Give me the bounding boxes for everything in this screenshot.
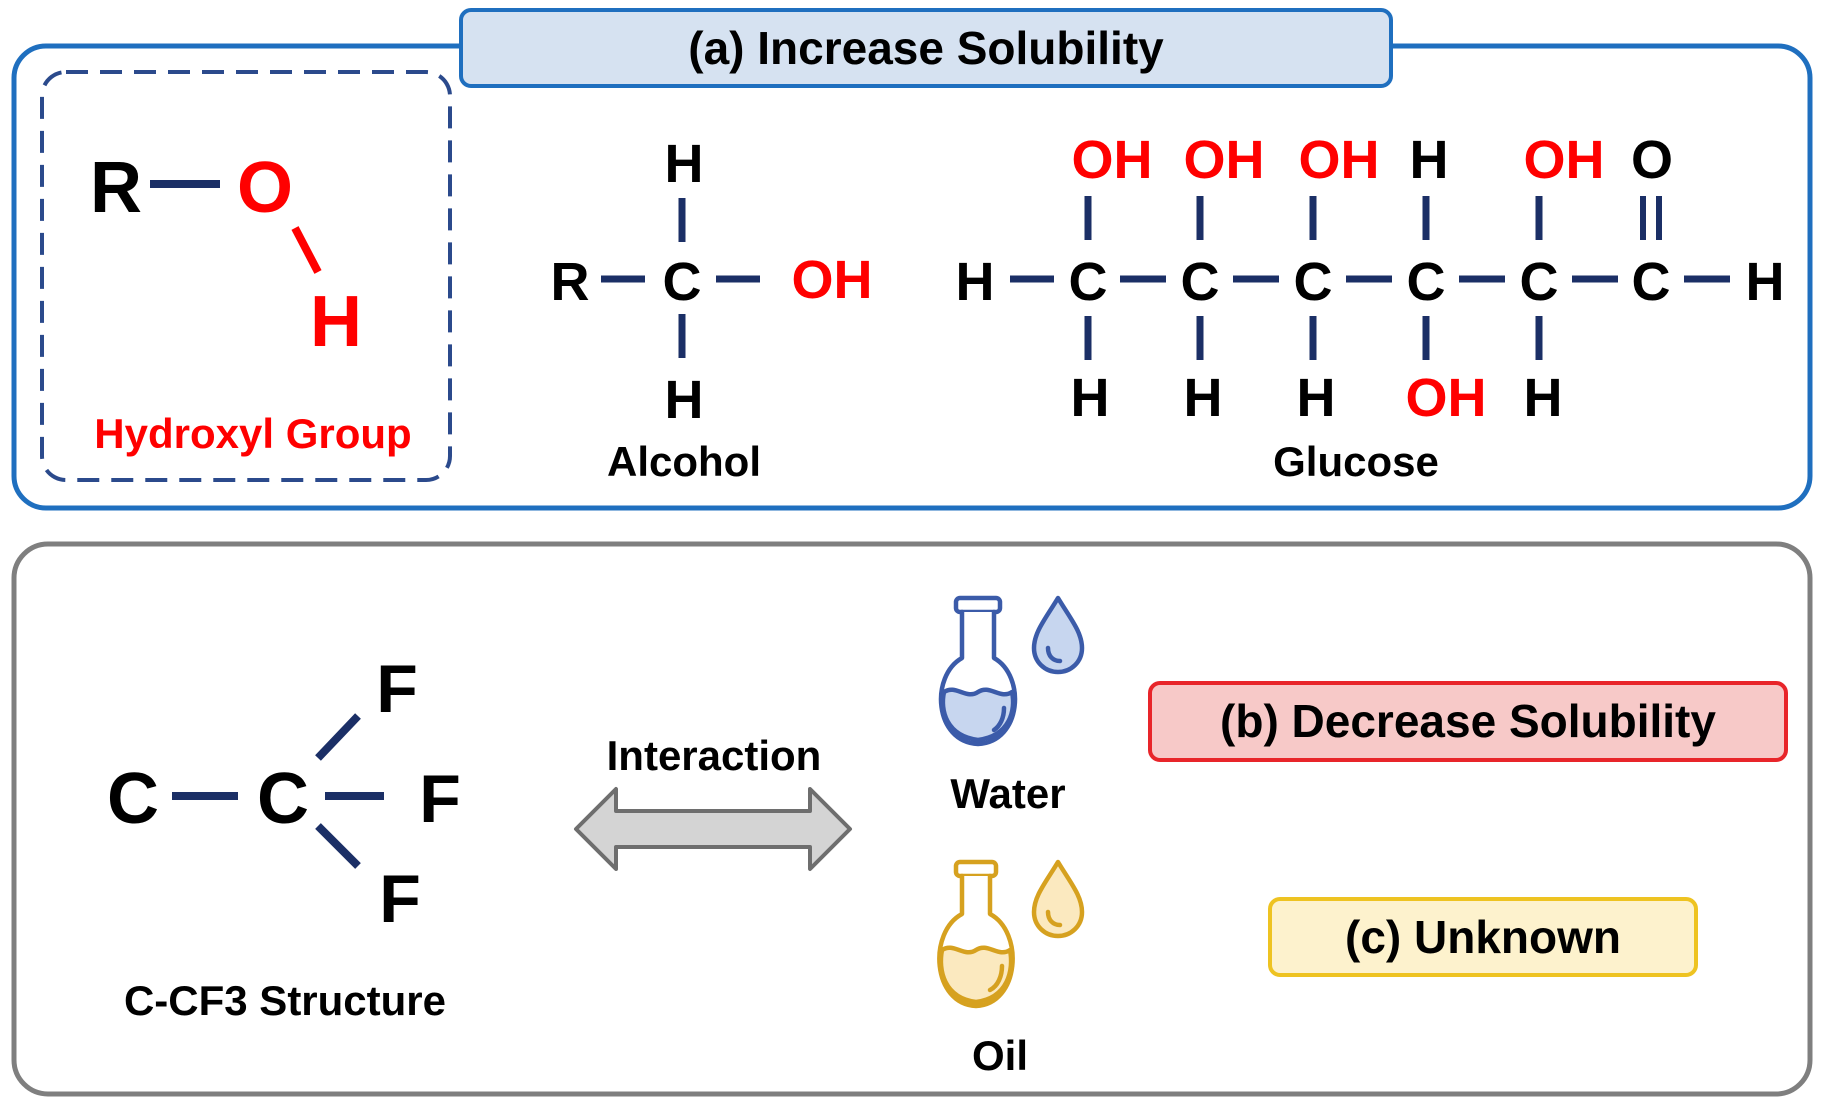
glucose-top-2: OH	[1184, 130, 1265, 190]
cf3-f-top: F	[376, 651, 418, 727]
hydroxyl-h-atom: H	[310, 282, 362, 362]
panel-a: (a) Increase Solubility R O H Hydroxyl G…	[11, 8, 1813, 511]
alcohol-caption: Alcohol	[607, 438, 761, 485]
glucose-top-1: OH	[1072, 130, 1153, 190]
hydroxyl-o-atom: O	[237, 148, 293, 228]
oil-label: Oil	[972, 1032, 1028, 1079]
oil-drop-icon	[1031, 859, 1085, 939]
glucose-right-h: H	[1746, 252, 1785, 312]
glucose-top-6: O	[1631, 130, 1673, 190]
panel-a-title-box	[459, 8, 1393, 88]
decrease-solubility-label: (b) Decrease Solubility	[1220, 695, 1716, 747]
cf3-structure: C C F F F C-CF3 Structure	[107, 651, 461, 1024]
double-arrow-icon	[574, 787, 852, 871]
glucose-bottom-5: H	[1524, 368, 1563, 428]
glucose-carbon-1: C	[1069, 252, 1108, 312]
alcohol-r-atom: R	[551, 252, 590, 312]
alcohol-structure: H R C OH H Alcohol	[551, 134, 873, 485]
decrease-solubility-box	[1148, 681, 1788, 762]
cf3-f-mid: F	[419, 761, 461, 837]
cf3-c-left: C	[107, 759, 159, 839]
glucose-bottom-2: H	[1184, 368, 1223, 428]
alcohol-h-bottom: H	[665, 370, 704, 430]
unknown-box	[1268, 897, 1698, 977]
glucose-caption: Glucose	[1273, 438, 1439, 485]
cf3-caption: C-CF3 Structure	[124, 977, 446, 1024]
glucose-carbon-4: C	[1407, 252, 1446, 312]
hydroxyl-group: R O H Hydroxyl Group	[40, 70, 452, 482]
interaction-label: Interaction	[607, 732, 822, 779]
water-drop-icon	[1031, 595, 1085, 675]
glucose-bottom-4: OH	[1406, 368, 1487, 428]
water-flask-icon	[938, 595, 1018, 747]
alcohol-c-atom: C	[663, 252, 702, 312]
cf3-f-bottom: F	[379, 861, 421, 937]
glucose-top-3: OH	[1299, 130, 1380, 190]
cf3-bond-bottom	[315, 823, 361, 869]
glucose-carbon-2: C	[1181, 252, 1220, 312]
glucose-bottom-3: H	[1297, 368, 1336, 428]
panel-a-title: (a) Increase Solubility	[688, 22, 1164, 74]
hydroxyl-caption: Hydroxyl Group	[94, 410, 411, 457]
glucose-top-4: H	[1410, 130, 1449, 190]
glucose-carbon-3: C	[1294, 252, 1333, 312]
hydroxyl-o-h-bond	[291, 226, 322, 274]
cf3-bond-top	[315, 713, 361, 761]
glucose-carbon-6: C	[1632, 252, 1671, 312]
oil-flask-icon	[937, 859, 1015, 1009]
glucose-carbon-5: C	[1520, 252, 1559, 312]
unknown-label: (c) Unknown	[1345, 911, 1621, 963]
glucose-left-h: H	[956, 252, 995, 312]
cf3-c-center: C	[257, 759, 309, 839]
glucose-bottom-1: H	[1071, 368, 1110, 428]
alcohol-oh-group: OH	[792, 250, 873, 310]
hydroxyl-r-atom: R	[90, 148, 142, 228]
panel-bc: C C F F F C-CF3 Structure Interaction Wa…	[11, 541, 1813, 1097]
glucose-structure: OH OH OH H OH O H C C C C C	[956, 130, 1785, 485]
water-label: Water	[950, 770, 1065, 817]
glucose-top-5: OH	[1524, 130, 1605, 190]
hydroxyl-dashed-box	[40, 70, 452, 482]
alcohol-h-top: H	[665, 134, 704, 194]
